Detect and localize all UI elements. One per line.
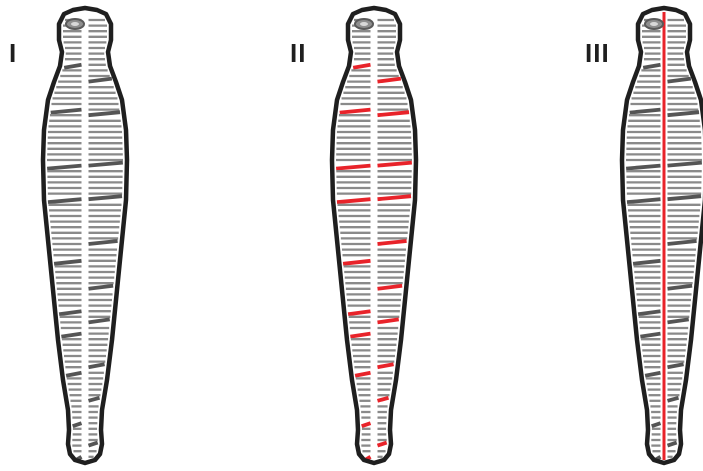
apical-pore-center [71,22,79,26]
apical-pore-center [360,22,368,26]
valve-3 [622,8,703,463]
valve-1 [43,8,127,463]
apical-pore-center [650,22,658,26]
valve-2 [332,8,416,463]
